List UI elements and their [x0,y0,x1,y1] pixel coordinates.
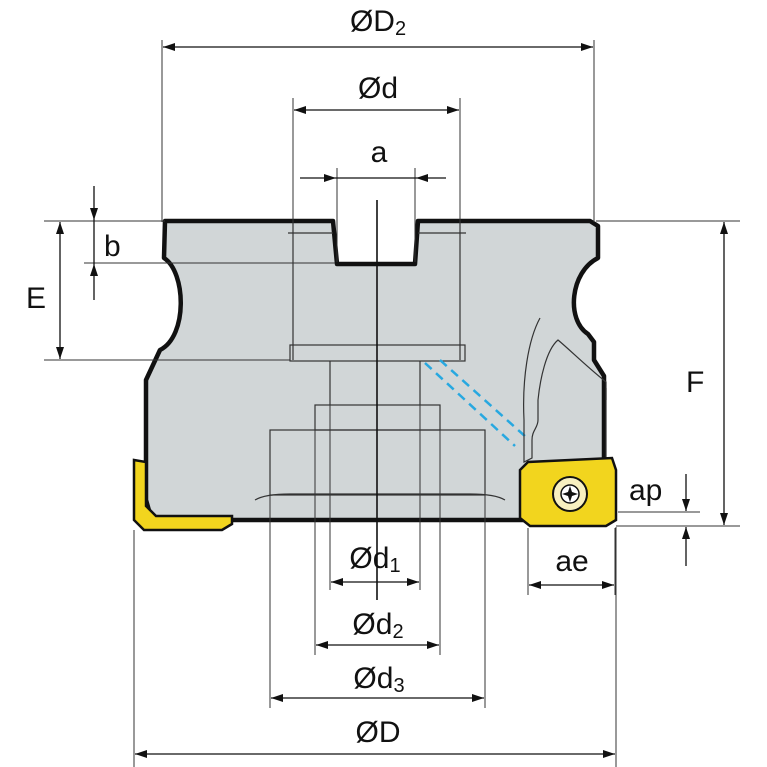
chip-pocket [523,317,607,463]
dim-D2: ØD2 [161,5,595,222]
dim-ae: ae [527,528,616,595]
dim-d3: Ød3 [269,495,486,708]
coolant-channel [424,359,528,447]
label-D2: ØD [350,5,395,38]
svg-text:ØD2: ØD2 [350,5,406,40]
label-a: a [371,136,388,169]
label-D: ØD [356,716,401,749]
svg-text:Ød3: Ød3 [353,662,404,697]
label-d2-sub: 2 [392,621,403,643]
label-ae: ae [555,545,588,578]
label-d3: Ød [353,662,393,695]
dim-D: ØD [133,527,617,767]
label-d1-sub: 1 [389,555,400,577]
svg-text:Ød2: Ød2 [352,608,403,643]
svg-text:Ød1: Ød1 [349,542,400,577]
dim-d2: Ød2 [314,430,441,655]
dim-ap: ap [618,474,700,566]
label-E: E [26,282,46,315]
dim-F: F [596,220,740,527]
dim-a: a [300,136,446,262]
label-d2: Ød [352,608,392,641]
dim-b: b [72,186,335,300]
label-d3-sub: 3 [393,675,404,697]
dim-E: E [26,220,290,361]
insert-left [132,458,234,532]
label-d1: Ød [349,542,389,575]
insert-screw-icon [552,476,588,512]
cutter-body [143,218,607,523]
label-d: Ød [358,72,398,105]
label-F: F [686,366,704,399]
dim-d1: Ød1 [329,405,421,590]
label-b: b [104,230,121,263]
label-D2-sub: 2 [395,18,406,40]
label-ap: ap [629,474,662,507]
dim-d: Ød [292,72,461,222]
